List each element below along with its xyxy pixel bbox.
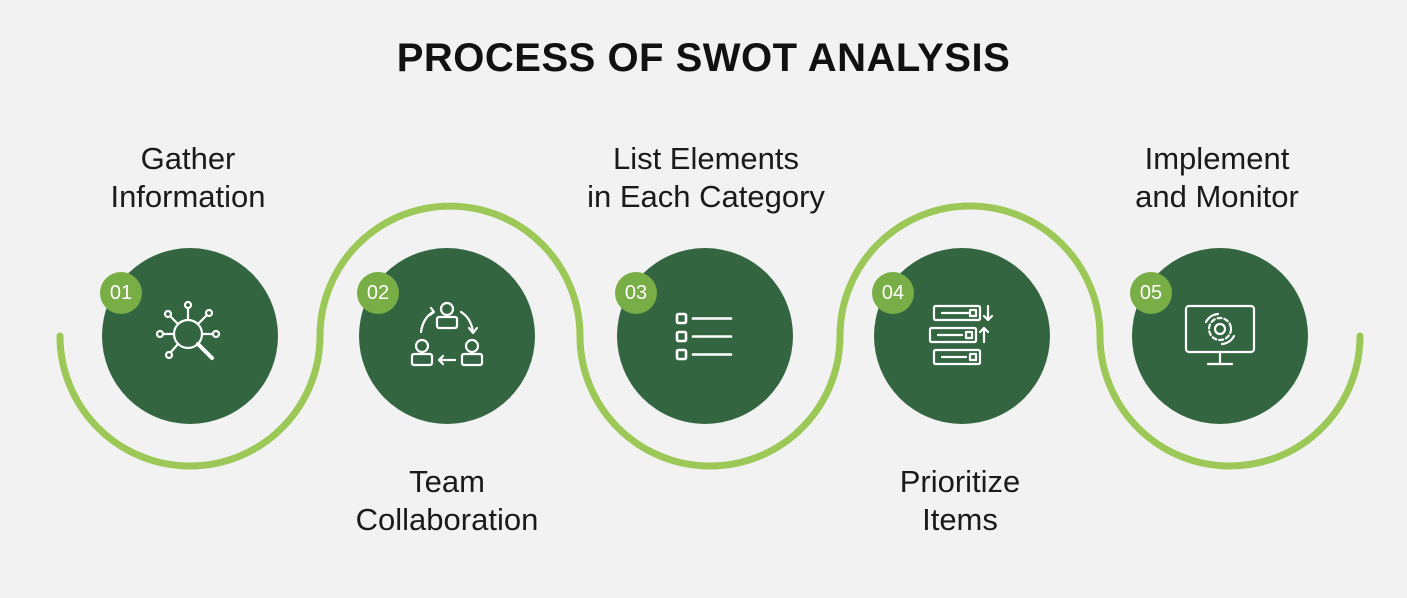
checklist-icon: [675, 312, 733, 361]
step-number-badge: 04: [872, 272, 914, 314]
team-cycle-icon: [410, 301, 484, 367]
step-circle-04: 04: [872, 248, 1050, 424]
step-circle-02: 02: [357, 248, 535, 424]
monitor-gear-icon: [1184, 304, 1256, 366]
step-number-badge: 02: [357, 272, 399, 314]
step-number-badge: 05: [1130, 272, 1172, 314]
step-circle-03: 03: [615, 248, 793, 424]
magnifier-network-icon: [155, 300, 221, 360]
step-number-badge: 03: [615, 272, 657, 314]
page-title: PROCESS OF SWOT ANALYSIS: [396, 36, 1011, 80]
step-number-badge: 01: [100, 272, 142, 314]
step-circle-01: 01: [100, 248, 278, 424]
sort-list-icon: [928, 304, 994, 366]
step-circle-05: 05: [1130, 248, 1308, 424]
